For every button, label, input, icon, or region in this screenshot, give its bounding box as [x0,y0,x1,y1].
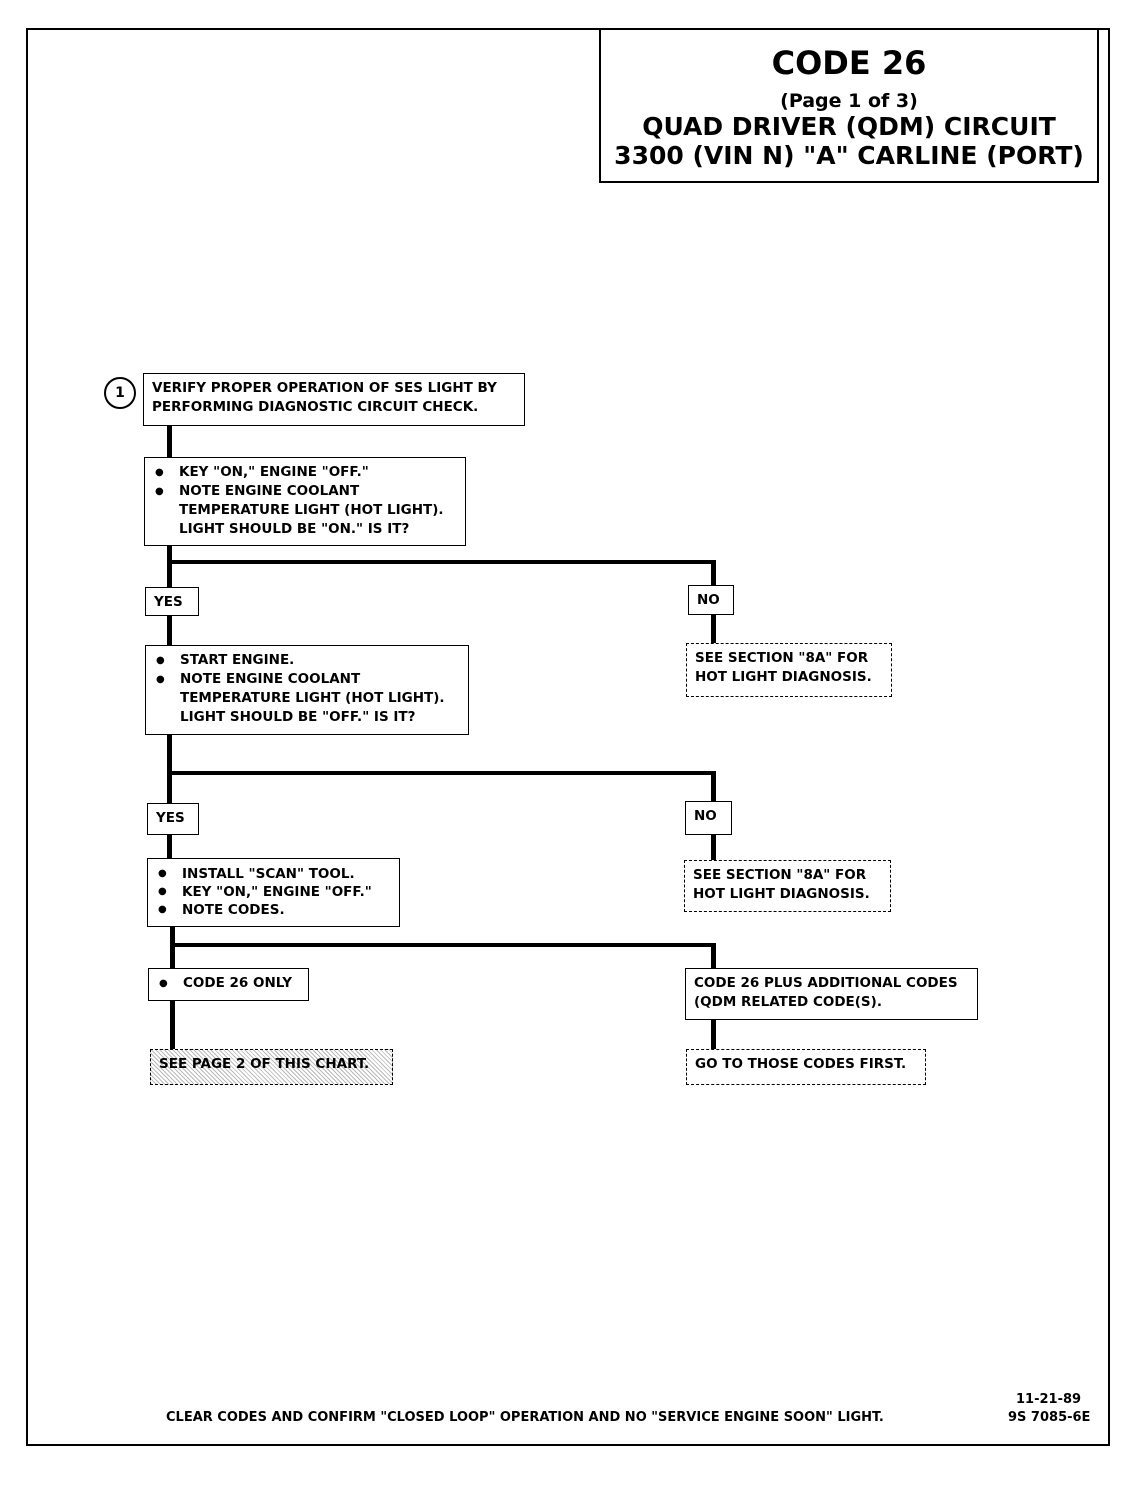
scan-tool-box: INSTALL "SCAN" TOOL.KEY "ON," ENGINE "OF… [147,858,400,927]
code-title: CODE 26 [771,44,927,82]
connector [167,771,716,775]
verify-ses-box: VERIFY PROPER OPERATION OF SES LIGHT BY … [143,373,525,426]
code26-only-box: CODE 26 ONLY [148,968,309,1001]
page-indicator: (Page 1 of 3) [780,90,918,112]
start-engine-check-box: START ENGINE.NOTE ENGINE COOLANT TEMPERA… [145,645,469,735]
connector [167,560,716,564]
no-label: NO [685,801,732,835]
step-item: INSTALL "SCAN" TOOL. [156,865,391,883]
see-page2-box: SEE PAGE 2 OF THIS CHART. [150,1049,393,1085]
connector [167,424,172,460]
hot-light-diagnosis-box: SEE SECTION "8A" FOR HOT LIGHT DIAGNOSIS… [684,860,891,912]
footer-note: CLEAR CODES AND CONFIRM "CLOSED LOOP" OP… [166,1410,884,1425]
yes-label: YES [145,587,199,616]
step-item: NOTE CODES. [156,901,391,919]
yes-label: YES [147,803,199,835]
step-item: KEY "ON," ENGINE "OFF." [156,883,391,901]
go-to-codes-box: GO TO THOSE CODES FIRST. [686,1049,926,1085]
code26-plus-box: CODE 26 PLUS ADDITIONAL CODES (QDM RELAT… [685,968,978,1020]
hot-light-diagnosis-box: SEE SECTION "8A" FOR HOT LIGHT DIAGNOSIS… [686,643,892,697]
step-item: NOTE ENGINE COOLANT TEMPERATURE LIGHT (H… [153,482,457,539]
step-item: START ENGINE. [154,651,460,670]
no-label: NO [688,585,734,615]
step-item: CODE 26 ONLY [157,974,300,993]
footer-date: 11-21-89 [1016,1392,1082,1407]
carline-title: 3300 (VIN N) "A" CARLINE (PORT) [614,141,1084,170]
step-item: NOTE ENGINE COOLANT TEMPERATURE LIGHT (H… [154,670,460,727]
connector [167,733,172,861]
step-number-circle: 1 [104,377,136,409]
connector [170,943,716,947]
step-item: KEY "ON," ENGINE "OFF." [153,463,457,482]
title-block: CODE 26 (Page 1 of 3) QUAD DRIVER (QDM) … [599,28,1099,183]
page-frame [26,28,1110,1446]
key-on-check-box: KEY "ON," ENGINE "OFF."NOTE ENGINE COOLA… [144,457,466,546]
circuit-title: QUAD DRIVER (QDM) CIRCUIT [642,112,1056,141]
footer-doc-number: 9S 7085-6E [1008,1410,1091,1425]
